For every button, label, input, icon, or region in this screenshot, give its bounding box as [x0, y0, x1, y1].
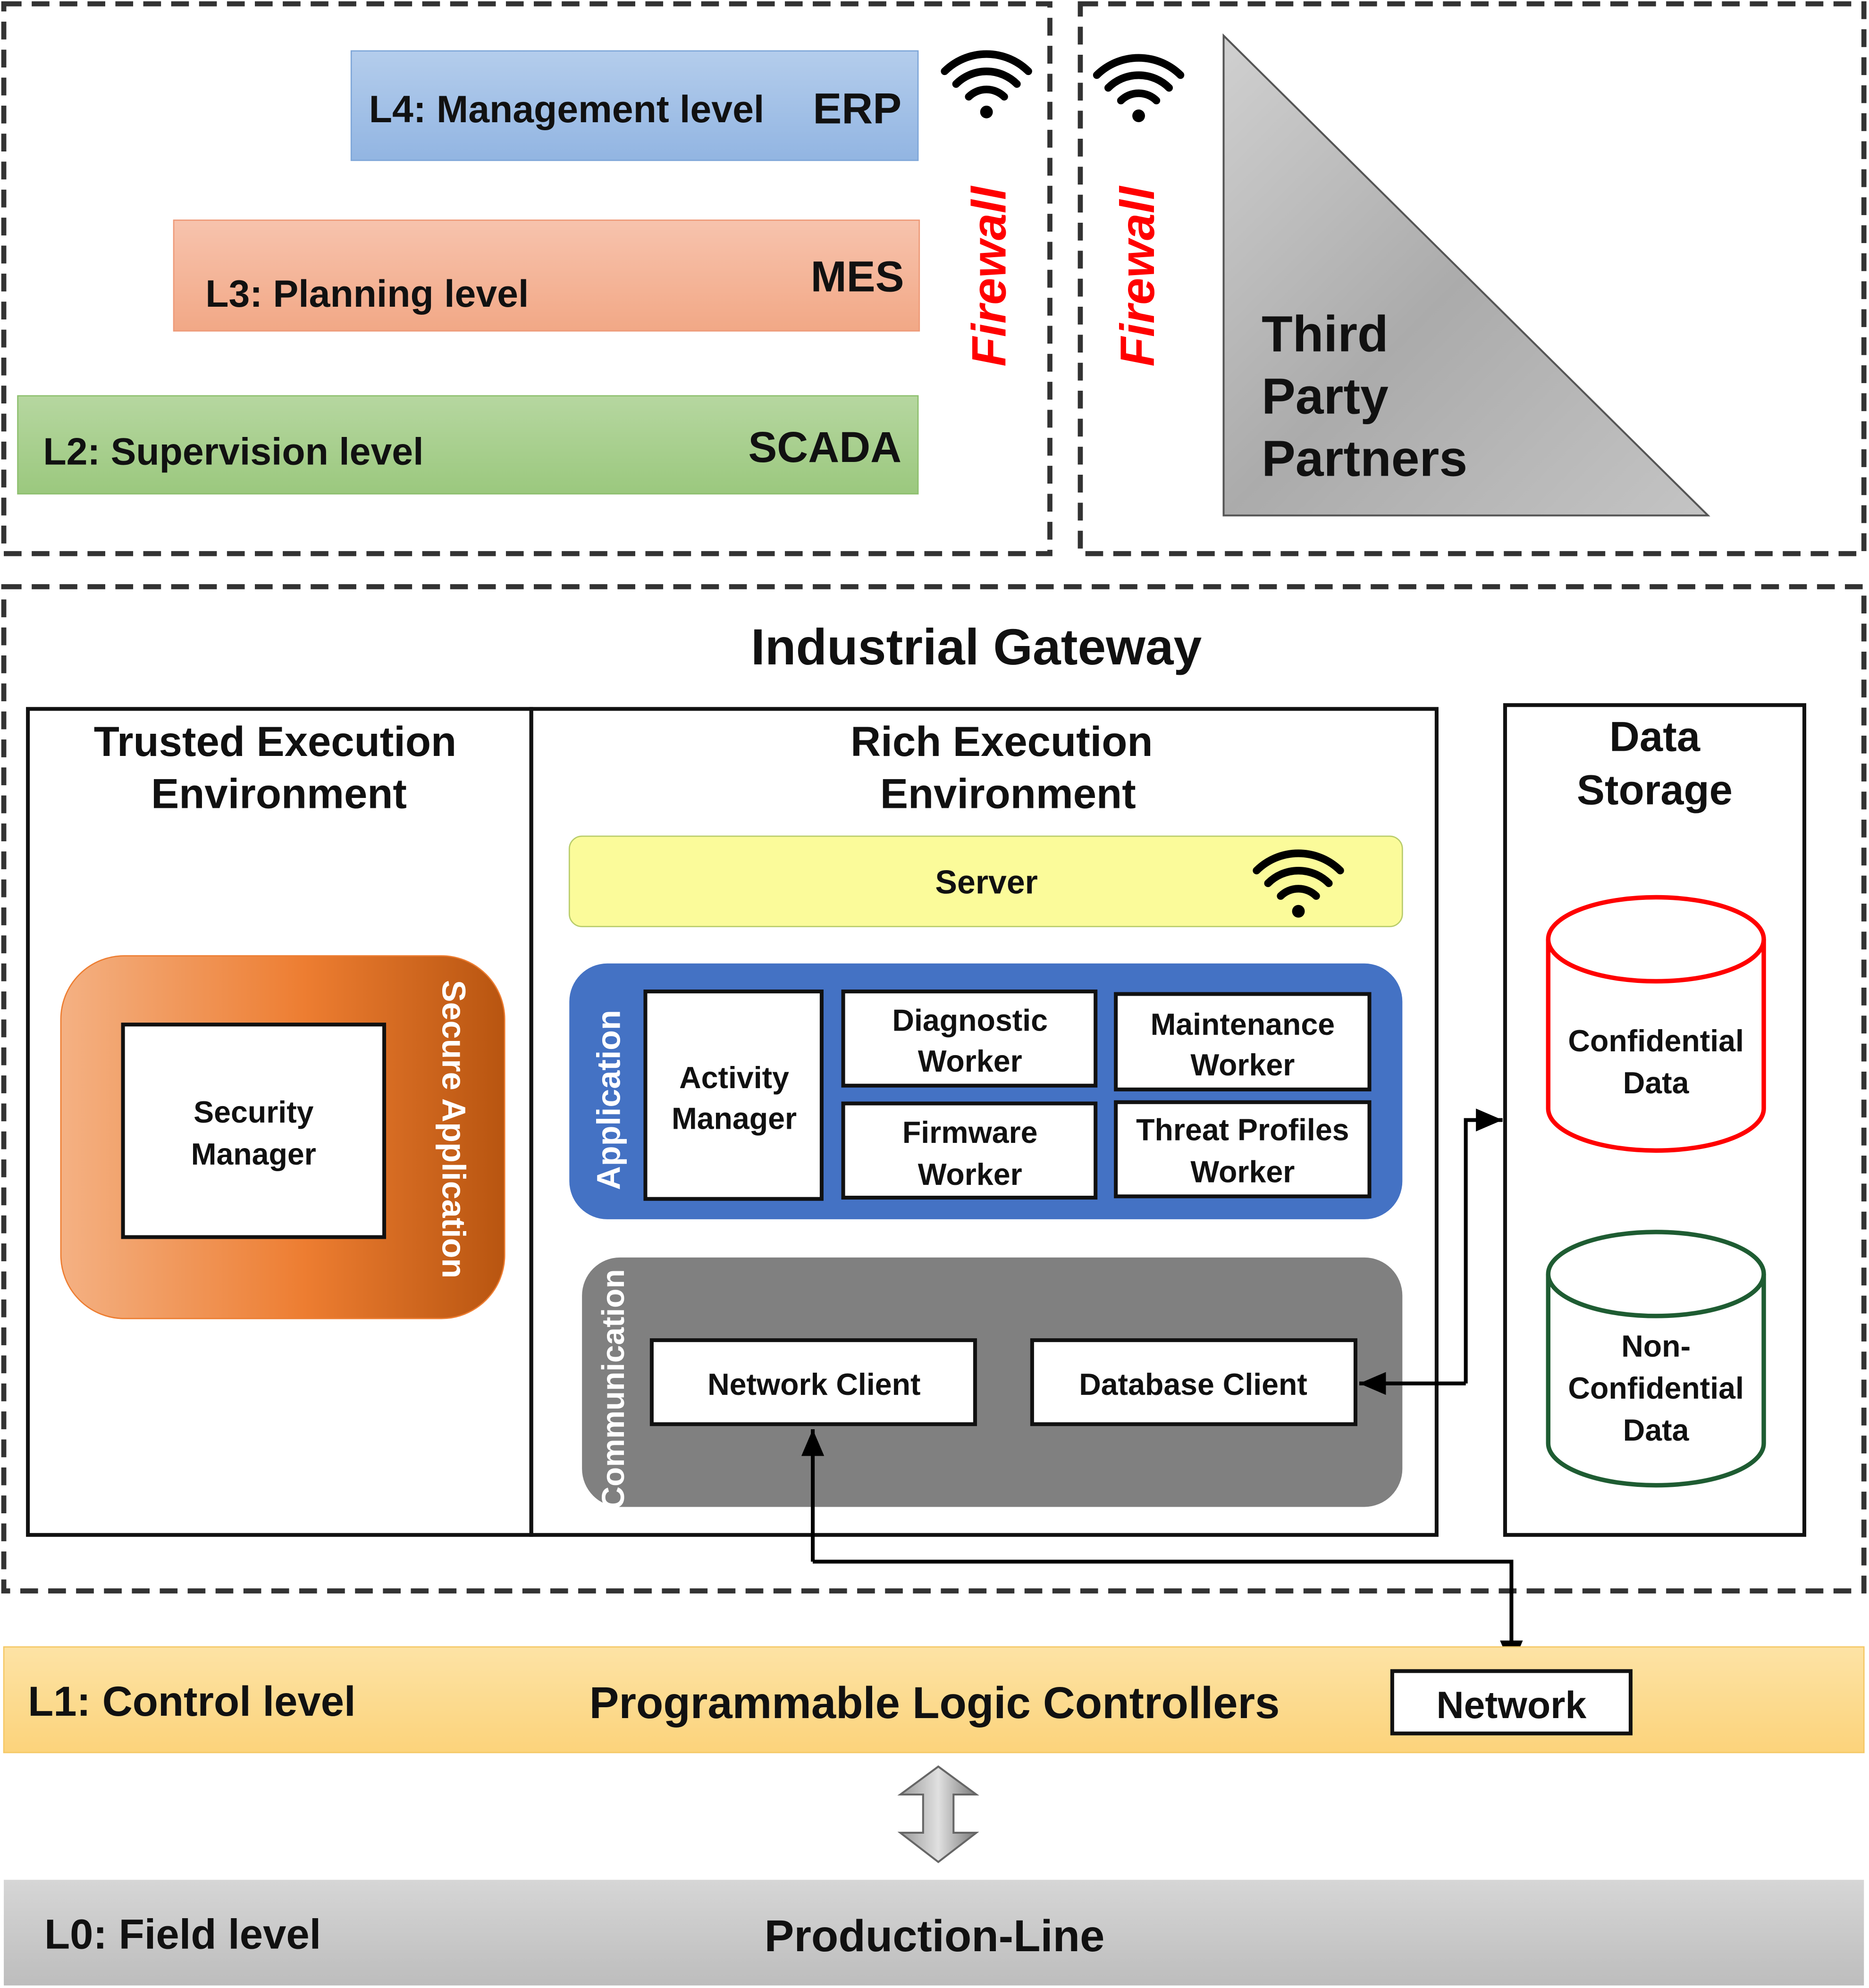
- non-confidential-data-line3: Data: [1623, 1413, 1690, 1447]
- third-party-zone-border: [1078, 1, 1867, 556]
- data-storage-box: [1503, 703, 1807, 1537]
- industrial-gateway-border: [1, 584, 1867, 1594]
- activity-manager-box: [643, 990, 824, 1201]
- ree-title-1: Rich Execution: [850, 718, 1153, 765]
- network-label: Network: [1436, 1684, 1586, 1727]
- l1-system: Programmable Logic Controllers: [589, 1678, 1280, 1728]
- diagnostic-worker-line1: Diagnostic: [892, 1004, 1048, 1038]
- third-party-line1: Third: [1262, 305, 1389, 362]
- third-party-line2: Party: [1262, 368, 1389, 424]
- firewall-left-label: Firewall: [962, 185, 1016, 367]
- firmware-worker-box: [841, 1101, 1098, 1200]
- security-manager-line2: Manager: [191, 1137, 316, 1171]
- application-label: Application: [590, 1010, 627, 1190]
- confidential-data-cylinder: [1546, 895, 1766, 1153]
- database-client-label: Database Client: [1079, 1367, 1307, 1401]
- l3-system: MES: [811, 252, 904, 301]
- data-storage-title-1: Data: [1609, 713, 1701, 760]
- l4-system: ERP: [813, 84, 901, 133]
- l2-system: SCADA: [748, 423, 901, 471]
- third-party-line3: Partners: [1262, 430, 1467, 487]
- maintenance-worker-line1: Maintenance: [1151, 1007, 1335, 1041]
- enterprise-zone-border: [1, 1, 1052, 556]
- l4-management-bar: [350, 50, 919, 161]
- l3-planning-bar: [173, 219, 920, 332]
- l2-supervision-bar: [17, 395, 919, 495]
- non-confidential-data-line2: Confidential: [1568, 1371, 1743, 1405]
- third-party-triangle: [1222, 33, 1710, 517]
- bidirectional-arrow-icon: [897, 1765, 979, 1863]
- wifi-icon: [1097, 58, 1180, 122]
- diagnostic-worker-box: [841, 990, 1098, 1088]
- l4-label: L4: Management level: [369, 88, 765, 131]
- data-storage-title-2: Storage: [1577, 766, 1733, 813]
- wifi-icon: [944, 54, 1028, 118]
- communication-label: Communication: [596, 1269, 631, 1509]
- server-label: Server: [935, 864, 1037, 900]
- firmware-worker-line2: Worker: [918, 1158, 1022, 1191]
- maintenance-worker-box: [1114, 992, 1372, 1091]
- diagnostic-worker-line2: Worker: [918, 1044, 1022, 1078]
- secure-application-label: Secure Application: [436, 980, 472, 1278]
- tee-title-1: Trusted Execution: [94, 718, 456, 765]
- non-confidential-data-line1: Non-: [1621, 1329, 1691, 1363]
- l0-system: Production-Line: [765, 1911, 1105, 1961]
- communication-block: [582, 1257, 1403, 1507]
- l1-label: L1: Control level: [28, 1678, 356, 1725]
- network-box: [1390, 1669, 1633, 1736]
- confidential-data-line2: Data: [1623, 1066, 1690, 1100]
- tee-title-2: Environment: [151, 771, 407, 817]
- network-client-label: Network Client: [707, 1367, 920, 1401]
- threat-profiles-worker-line1: Threat Profiles: [1136, 1113, 1349, 1147]
- maintenance-worker-line2: Worker: [1190, 1048, 1295, 1082]
- security-manager-box: [121, 1023, 387, 1239]
- threat-profiles-worker-line2: Worker: [1190, 1155, 1295, 1189]
- firmware-worker-line1: Firmware: [902, 1116, 1038, 1149]
- client-to-network-arrow: [813, 1560, 1523, 1668]
- server-bar: [568, 835, 1403, 927]
- l0-field-bar: [4, 1879, 1864, 1986]
- threat-profiles-worker-box: [1114, 1100, 1372, 1199]
- non-confidential-data-cylinder: [1546, 1230, 1766, 1488]
- db-to-storage-arrow: [1464, 1108, 1503, 1384]
- ree-box: [529, 707, 1439, 1537]
- l0-label: L0: Field level: [44, 1911, 321, 1957]
- activity-manager-line2: Manager: [672, 1101, 797, 1135]
- gateway-title: Industrial Gateway: [751, 619, 1202, 675]
- firewall-right-label: Firewall: [1110, 185, 1164, 367]
- l3-label: L3: Planning level: [205, 273, 529, 315]
- security-manager-line1: Security: [194, 1095, 313, 1129]
- database-client-box: [1030, 1338, 1357, 1426]
- ree-title-2: Environment: [880, 771, 1136, 817]
- activity-manager-line1: Activity: [679, 1061, 789, 1095]
- confidential-data-line1: Confidential: [1568, 1024, 1743, 1058]
- l2-label: L2: Supervision level: [43, 430, 423, 473]
- network-client-box: [649, 1338, 977, 1426]
